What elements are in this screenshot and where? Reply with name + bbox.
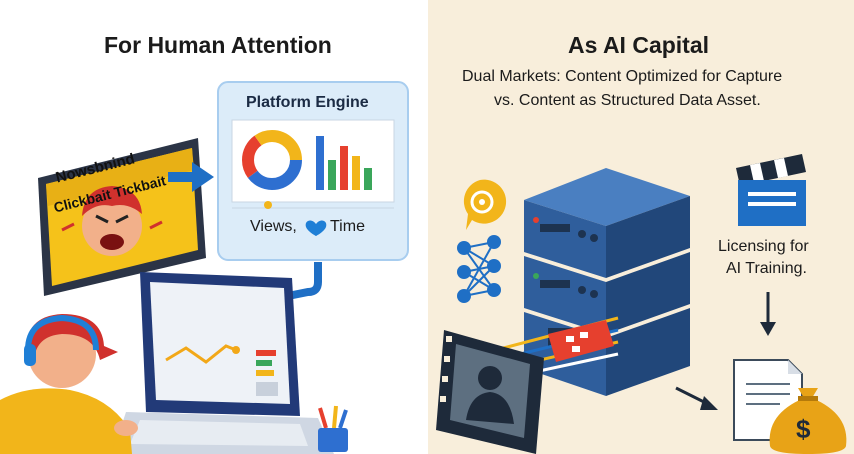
licensing-line-2: AI Training.: [726, 260, 807, 277]
headphones-icon: [24, 344, 36, 366]
neural-network-icon: [457, 235, 501, 303]
money-bag-icon: [769, 388, 847, 454]
donut-chart-icon: [242, 130, 302, 190]
angry-face-icon: [82, 196, 142, 256]
metrics-time-label: Time: [330, 218, 365, 235]
user-computer-illustration: [0, 272, 348, 454]
arrow-down-icon: [760, 292, 776, 336]
pencil-cup-icon: [318, 405, 348, 452]
brain-badge-icon: [463, 179, 507, 230]
heart-icon: [305, 220, 327, 236]
bar-chart-icon: [316, 136, 372, 190]
money-symbol: $: [796, 414, 811, 444]
platform-engine-panel: [217, 81, 409, 261]
arrow-to-engine-icon: [168, 162, 214, 192]
clickbait-screen: [38, 138, 206, 296]
film-strip-icon: [436, 330, 544, 454]
subtitle-line-2: vs. Content as Structured Data Asset.: [494, 92, 761, 109]
server-stack-icon: [524, 168, 690, 396]
right-panel-title: As AI Capital: [568, 32, 710, 58]
licensing-line-1: Licensing for: [718, 238, 809, 255]
subtitle-line-1: Dual Markets: Content Optimized for Capt…: [462, 68, 783, 85]
panel-divider: [426, 0, 428, 454]
clapperboard-icon: [736, 154, 806, 226]
left-panel-title: For Human Attention: [104, 32, 332, 58]
platform-engine-title: Platform Engine: [246, 94, 369, 111]
arrow-to-license-icon: [675, 386, 718, 410]
metrics-views-label: Views,: [250, 218, 297, 235]
